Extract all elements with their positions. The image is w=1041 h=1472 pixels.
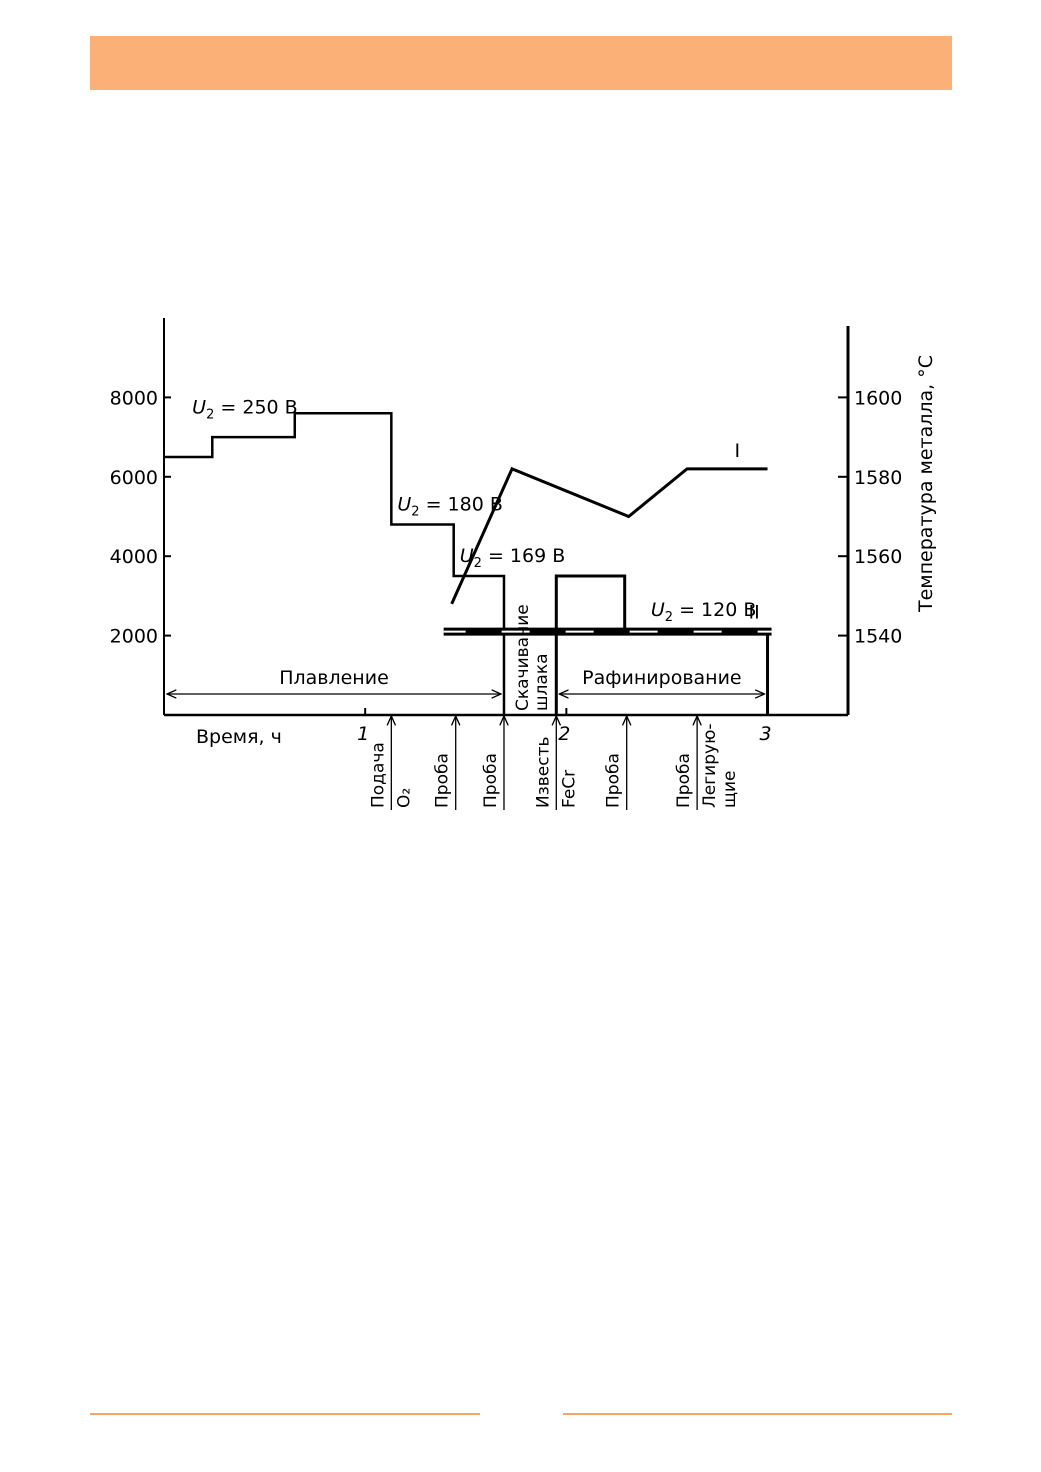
event-label: O₂	[394, 788, 414, 808]
event-label: Проба	[481, 753, 501, 808]
right-tick-label: 1560	[854, 546, 902, 568]
event-label: щие	[720, 770, 740, 808]
left-tick-label: 4000	[110, 546, 158, 568]
x-ticks: 1 2 3	[357, 708, 772, 745]
voltage-labels: U2 = 250 ВU2 = 180 ВU2 = 169 ВU2 = 120 В	[192, 396, 756, 624]
left-tick-label: 2000	[110, 626, 158, 648]
x-tick-label: 2	[558, 723, 570, 745]
event-label: Известь	[533, 736, 553, 808]
stage-label: Рафинирование	[582, 667, 741, 689]
power-step-refining	[554, 574, 770, 715]
x-tick-label: 3	[759, 723, 771, 745]
voltage-label: U2 = 250 В	[192, 396, 298, 422]
event-label: Проба	[433, 753, 453, 808]
event-label: Проба	[604, 753, 624, 808]
series-label-I: I	[735, 440, 741, 462]
left-tick-label: 6000	[110, 467, 158, 489]
x-tick-label: 1	[357, 723, 369, 745]
stage-label-vertical: шлака	[532, 653, 552, 711]
temperature-series: III	[443, 440, 772, 636]
axes	[163, 318, 850, 717]
left-y-ticks: 2000 4000 6000 8000	[110, 387, 171, 648]
right-tick-label: 1580	[854, 467, 902, 489]
stage-label-vertical: Скачивание	[513, 604, 533, 711]
header-band	[90, 36, 952, 90]
event-label: Проба	[674, 753, 694, 808]
series-line-I	[450, 466, 768, 605]
power-step-melting	[164, 412, 506, 715]
right-y-ticks: 1540 1560 1580 1600	[838, 387, 902, 648]
series-label-II: II	[749, 602, 760, 624]
event-label: Легирую-	[700, 723, 720, 808]
stage-label: Плавление	[279, 667, 389, 689]
footer-rule-right	[563, 1413, 952, 1415]
right-tick-label: 1540	[854, 626, 902, 648]
event-label: Подача	[368, 742, 388, 808]
right-tick-label: 1600	[854, 387, 902, 409]
power-steps	[164, 412, 770, 715]
event-label: FeCr	[559, 770, 579, 808]
x-axis-label: Время, ч	[196, 726, 282, 748]
voltage-label: U2 = 180 В	[397, 494, 503, 520]
footer-rule-left	[90, 1413, 480, 1415]
right-axis-label: Температура металла, °С	[915, 355, 937, 613]
voltage-label: U2 = 120 В	[651, 599, 757, 625]
left-tick-label: 8000	[110, 387, 158, 409]
